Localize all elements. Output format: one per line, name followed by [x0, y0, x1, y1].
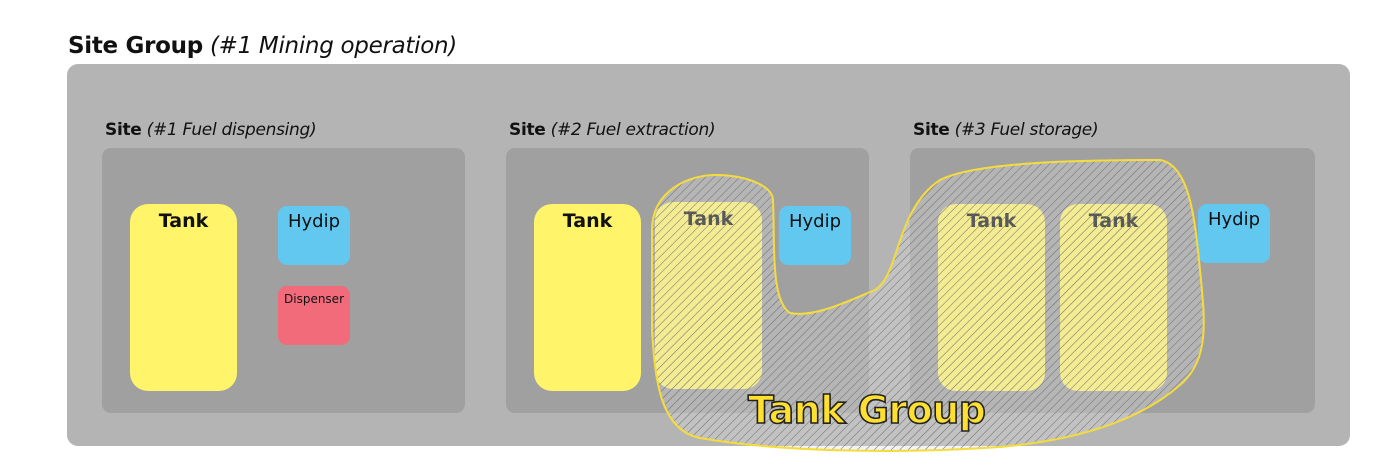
site-3-tank-1[interactable]: Tank	[938, 204, 1045, 391]
site-1-hydip[interactable]: Hydip	[278, 206, 350, 265]
site-3-title: Site (#3 Fuel storage)	[913, 120, 1099, 140]
site-1-title: Site (#1 Fuel dispensing)	[105, 120, 317, 140]
site-2-hydip[interactable]: Hydip	[779, 206, 851, 265]
site-3-hydip[interactable]: Hydip	[1198, 204, 1270, 263]
site-1-tank[interactable]: Tank	[130, 204, 237, 391]
site-group-title: Site Group (#1 Mining operation)	[68, 33, 457, 59]
site-2-tank-1[interactable]: Tank	[534, 204, 641, 391]
site-3-label: Site	[913, 120, 950, 140]
site-2-title: Site (#2 Fuel extraction)	[509, 120, 716, 140]
site-group-description: (#1 Mining operation)	[209, 33, 457, 59]
site-2-label: Site	[509, 120, 546, 140]
site-3-tank-2[interactable]: Tank	[1060, 204, 1167, 391]
tank-group-label: Tank Group	[747, 387, 987, 433]
site-2-tank-2[interactable]: Tank	[655, 202, 762, 389]
site-1-label: Site	[105, 120, 142, 140]
site-2-description: (#2 Fuel extraction)	[550, 120, 716, 140]
site-3-description: (#3 Fuel storage)	[954, 120, 1099, 140]
site-1-description: (#1 Fuel dispensing)	[146, 120, 317, 140]
site-group-label: Site Group	[68, 33, 203, 59]
site-1-dispenser[interactable]: Dispenser	[278, 286, 350, 345]
